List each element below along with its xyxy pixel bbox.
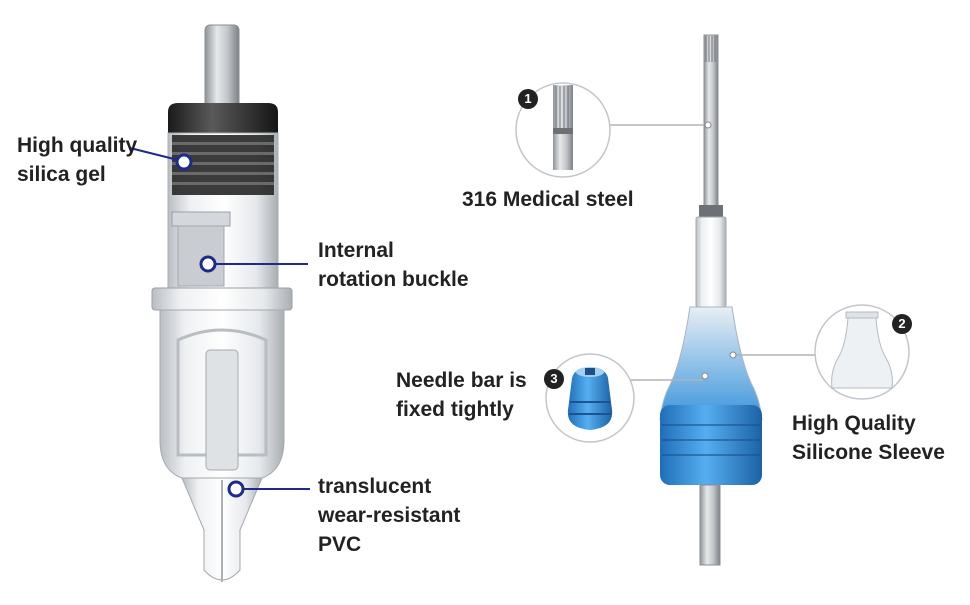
top-cap <box>168 103 278 133</box>
inner-needle-bar <box>206 350 238 470</box>
callout-silica-gel: High quality silica gel <box>17 131 137 189</box>
callout-rotation-buckle: Internal rotation buckle <box>318 236 469 294</box>
callout-line: rotation buckle <box>318 265 469 294</box>
detail-needle-bar <box>546 354 634 442</box>
blue-grip <box>660 405 762 485</box>
callout-line: Internal <box>318 236 469 265</box>
pvc-marker <box>229 482 243 496</box>
callout-medical-steel: 316 Medical steel <box>462 185 634 214</box>
left-cartridge <box>152 25 292 582</box>
callout-line: wear-resistant <box>318 501 460 530</box>
right-cartridge <box>660 35 762 565</box>
callout-number-badge: 3 <box>544 369 564 389</box>
silica-gel-marker <box>177 155 191 169</box>
callout-pvc: translucent wear-resistant PVC <box>318 472 460 559</box>
callout-silicone-sleeve: High Quality Silicone Sleeve <box>792 409 945 467</box>
callout-line: PVC <box>318 530 460 559</box>
callout-number-badge: 2 <box>892 314 912 334</box>
needle-collar <box>699 205 723 217</box>
collar <box>152 288 292 310</box>
bar-tube <box>696 217 726 307</box>
callout-line: silica gel <box>17 160 137 189</box>
buckle-marker <box>201 257 215 271</box>
callout-number-badge: 1 <box>518 89 538 109</box>
silicone-sleeve-body <box>660 307 762 420</box>
inner-slider <box>178 226 224 286</box>
lower-tip <box>700 485 720 565</box>
callout-line: High Quality <box>792 409 945 438</box>
callout-needle-bar: Needle bar is fixed tightly <box>396 366 527 424</box>
callout-line: 316 Medical steel <box>462 185 634 214</box>
callout-line: Silicone Sleeve <box>792 438 945 467</box>
rotation-buckle <box>172 212 230 226</box>
callout-line: High quality <box>17 131 137 160</box>
callout-line: Needle bar is <box>396 366 527 395</box>
callout-line: fixed tightly <box>396 395 527 424</box>
callout-line: translucent <box>318 472 460 501</box>
